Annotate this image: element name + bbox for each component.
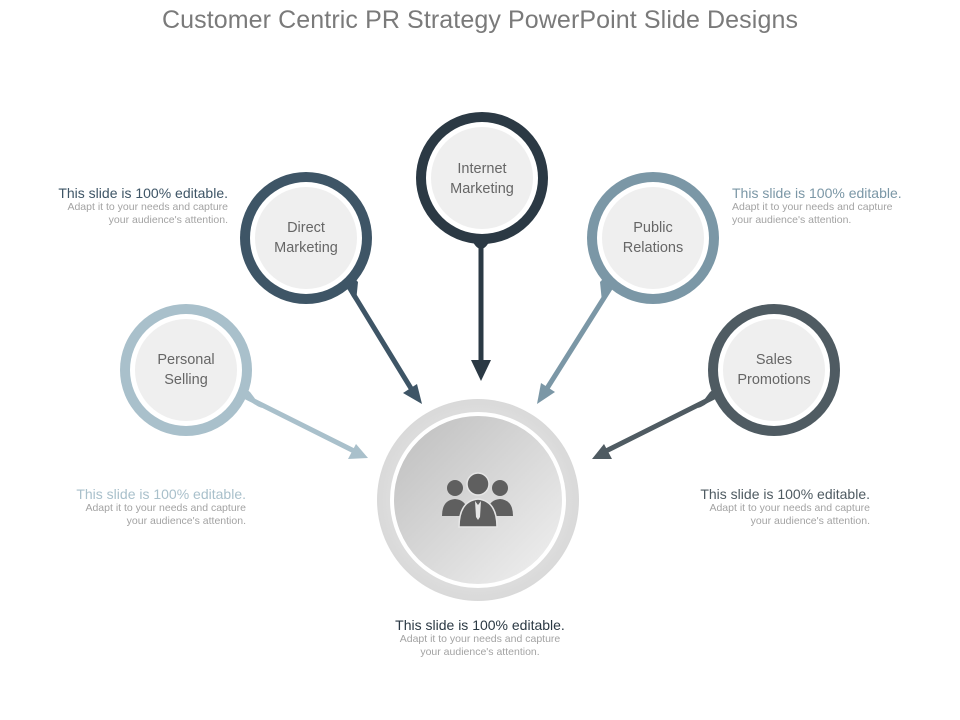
label-line: Promotions [737,372,811,388]
label-line: Marketing [274,240,338,256]
node-label-public-relations: Public Relations [598,218,708,258]
label-line: Public [633,220,673,236]
note-body-line: your audience's attention. [108,214,228,226]
label-line: Internet [457,161,507,177]
node-internet-marketing [416,112,548,381]
node-direct-marketing [240,172,422,404]
note-body-line: Adapt it to your needs and capture [399,633,561,645]
node-label-direct-marketing: Direct Marketing [251,218,361,258]
label-line: Direct [287,220,325,236]
note-heading: This slide is 100% editable. [395,617,565,633]
note-bottom: This slide is 100% editable. Adapt it to… [350,617,610,659]
note-body-line: Adapt it to your needs and capture [67,201,228,213]
people-group-icon [442,472,513,528]
note-body-line: your audience's attention. [750,515,870,527]
note-top-right: This slide is 100% editable. Adapt it to… [732,185,960,227]
note-body-line: your audience's attention. [126,515,246,527]
node-label-internet-marketing: Internet Marketing [427,159,537,199]
note-heading: This slide is 100% editable. [700,486,870,502]
label-line: Relations [622,240,684,256]
note-body-line: Adapt it to your needs and capture [85,502,246,514]
note-body-line: your audience's attention. [732,214,852,226]
node-label-personal-selling: Personal Selling [131,350,241,390]
note-mid-right: This slide is 100% editable. Adapt it to… [610,486,870,528]
note-body-line: Adapt it to your needs and capture [709,502,870,514]
note-heading: This slide is 100% editable. [58,185,228,201]
slide-title: Customer Centric PR Strategy PowerPoint … [161,6,799,34]
note-body-line: Adapt it to your needs and capture [732,201,893,213]
label-line: Marketing [450,181,514,197]
node-sales-promotions [592,304,840,459]
note-heading: This slide is 100% editable. [732,185,902,201]
label-line: Personal [157,352,215,368]
label-line: Sales [755,352,793,368]
node-label-sales-promotions: Sales Promotions [719,350,829,390]
note-mid-left: This slide is 100% editable. Adapt it to… [0,486,246,528]
note-body-line: your audience's attention. [420,646,540,658]
note-top-left: This slide is 100% editable. Adapt it to… [0,185,228,227]
node-public-relations [537,172,719,404]
note-heading: This slide is 100% editable. [76,486,246,502]
node-personal-selling [120,304,368,459]
label-line: Selling [164,372,208,388]
